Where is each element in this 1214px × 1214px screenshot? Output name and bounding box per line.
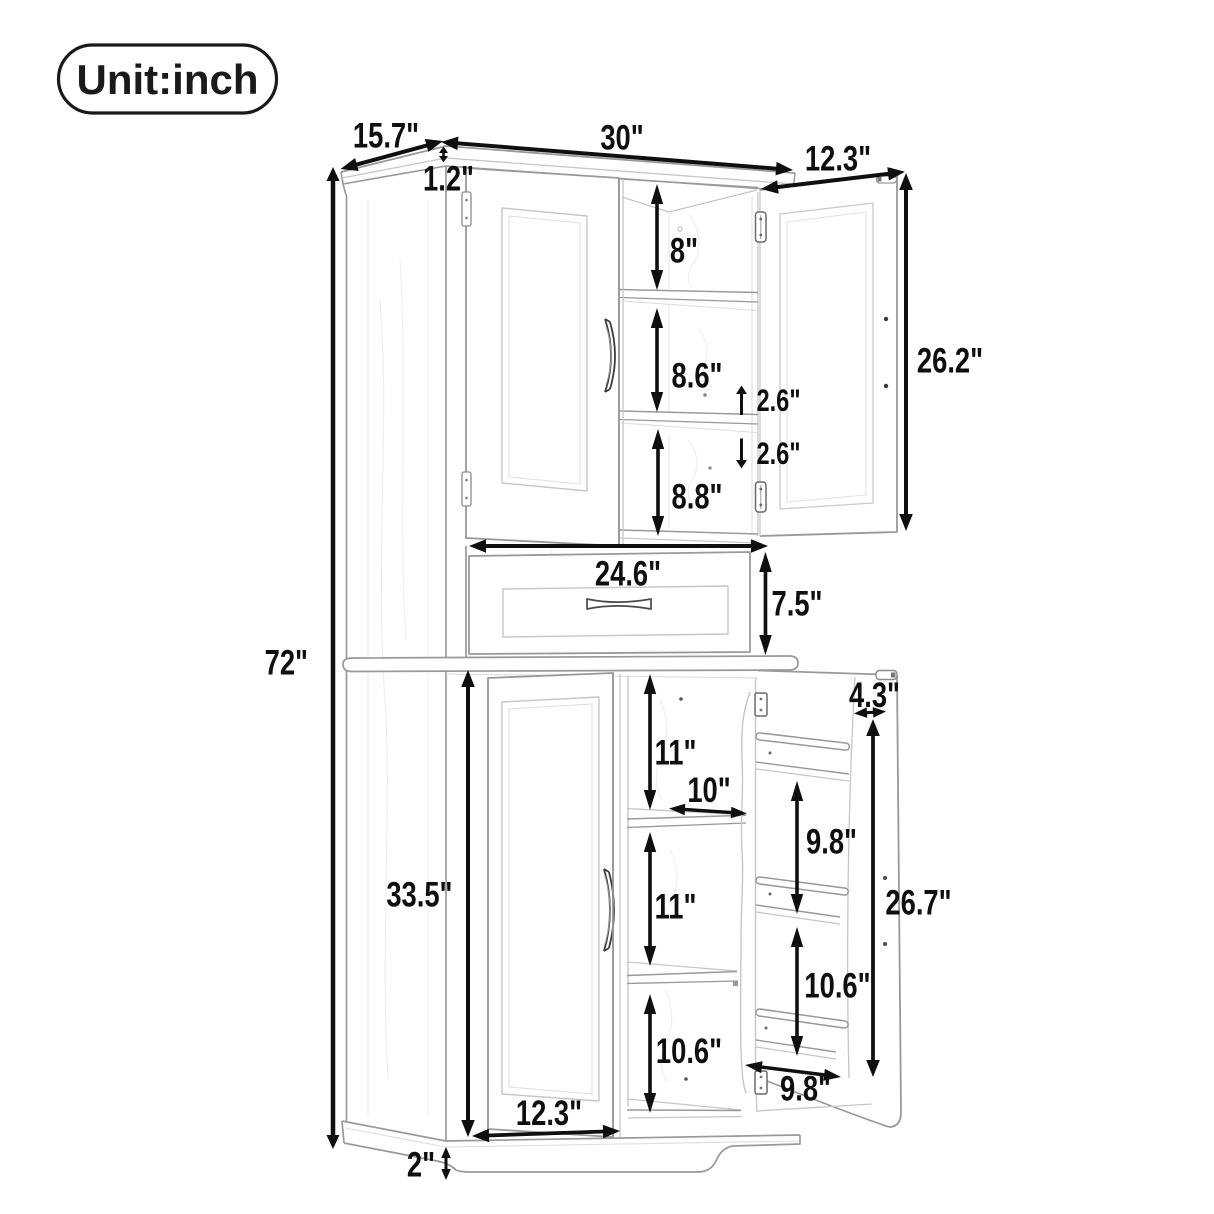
svg-text:72": 72" [265,642,308,682]
svg-text:7.5": 7.5" [772,583,823,623]
svg-text:8.6": 8.6" [672,355,723,395]
svg-text:26.2": 26.2" [917,340,983,380]
svg-text:26.7": 26.7" [885,882,951,922]
svg-text:24.6": 24.6" [595,553,661,593]
svg-text:8": 8" [670,230,698,270]
svg-text:2": 2" [407,1144,435,1184]
svg-text:2.6": 2.6" [756,383,800,418]
svg-text:2.6": 2.6" [756,436,800,471]
svg-text:10.6": 10.6" [656,1030,722,1070]
svg-text:4.3": 4.3" [849,674,900,714]
svg-text:9.8": 9.8" [806,821,857,861]
svg-text:8.8": 8.8" [672,476,723,516]
svg-text:11": 11" [655,886,697,926]
svg-text:9.8": 9.8" [780,1068,831,1108]
svg-text:33.5": 33.5" [386,874,452,914]
svg-text:12.3": 12.3" [805,138,871,178]
svg-text:12.3": 12.3" [516,1092,582,1132]
svg-text:Unit:inch: Unit:inch [77,56,259,103]
svg-text:1.2": 1.2" [423,158,474,198]
svg-text:10": 10" [687,769,730,809]
svg-text:15.7": 15.7" [353,115,419,155]
svg-text:30": 30" [600,117,643,157]
svg-text:10.6": 10.6" [804,965,870,1005]
svg-text:11": 11" [655,732,697,772]
